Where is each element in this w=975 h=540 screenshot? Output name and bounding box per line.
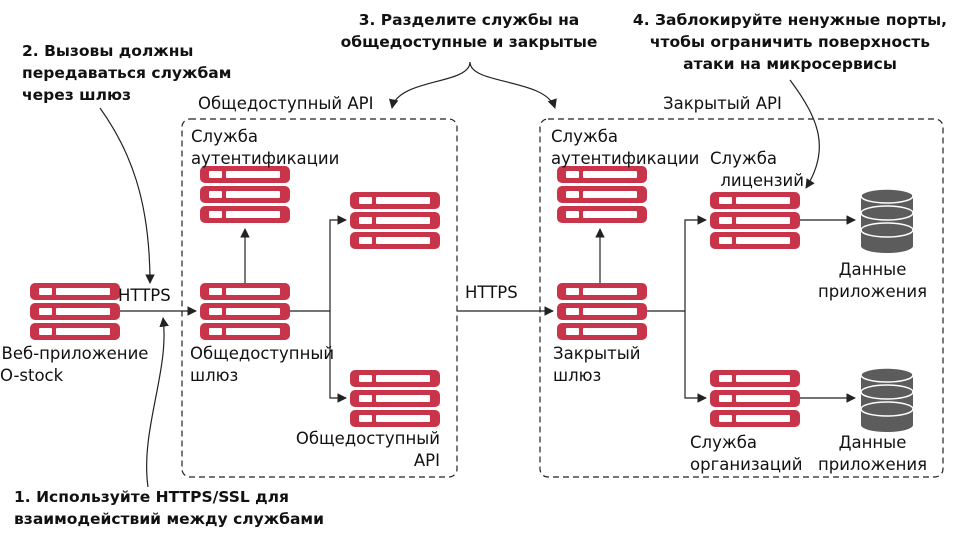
note-4-line-2: чтобы ограничить поверхность — [649, 33, 931, 51]
app-data-database-2-icon — [860, 367, 914, 432]
organization-service-label: Служба организаций — [690, 432, 802, 476]
note-1: 1. Используйте HTTPS/SSL для взаимодейст… — [14, 486, 324, 530]
note1-callout-arrow — [146, 317, 169, 488]
https-label-left: HTTPS — [118, 286, 171, 305]
private-auth-service-label-line-2: аутентификации — [551, 149, 700, 168]
note-1-line-2: взаимодействий между службами — [14, 510, 324, 528]
public-api-server-bottom-icon — [350, 370, 440, 427]
private-gateway-label: Закрытый шлюз — [553, 343, 641, 387]
app-data-database-icon — [860, 188, 914, 253]
private-auth-service-label-line-1: Служба — [551, 127, 618, 146]
web-app-label: Веб-приложение O-stock — [0, 343, 150, 387]
note-2-line-1: 2. Вызовы должны — [22, 42, 194, 60]
private-gateway-to-organization-arrow — [684, 311, 707, 403]
app-data-label-2-line-1: Данные — [838, 433, 907, 452]
app-data-label-1: Данные приложения — [815, 259, 930, 303]
note-2: 2. Вызовы должны передаваться службам че… — [22, 40, 231, 106]
private-gateway-label-line-2: шлюз — [553, 366, 602, 385]
public-gateway-label-line-1: Общедоступный — [190, 344, 335, 363]
public-auth-server-icon — [200, 166, 290, 223]
private-api-zone — [539, 118, 944, 478]
public-auth-service-label-line-1: Служба — [191, 127, 258, 146]
organization-service-label-line-2: организаций — [690, 455, 803, 474]
public-gateway-label: Общедоступный шлюз — [190, 343, 334, 387]
private-api-zone-title: Закрытый API — [663, 94, 782, 113]
app-data-label-2-line-2: приложения — [817, 455, 928, 474]
organization-service-label-line-1: Служба — [690, 433, 757, 452]
private-auth-service-label: Служба аутентификации — [551, 126, 699, 170]
public-api-label: Общедоступный API — [280, 428, 440, 472]
private-gateway-to-license-arrow — [647, 215, 707, 312]
https-label-middle: HTTPS — [465, 283, 518, 302]
note-3: 3. Разделите службы на общедоступные и з… — [334, 9, 604, 53]
public-api-zone — [181, 118, 458, 478]
note3-brace-arrow-left — [389, 61, 471, 109]
note3-brace-arrow-right — [469, 61, 557, 109]
app-data-label-1-line-2: приложения — [817, 282, 928, 301]
note-4-line-3: атаки на микросервисы — [683, 55, 897, 73]
note-2-line-3: через шлюз — [22, 86, 132, 104]
public-api-zone-title: Общедоступный API — [198, 94, 374, 113]
note-4-line-1: 4. Заблокируйте ненужные порты, — [632, 11, 948, 29]
gateway-to-public-api-bottom-arrow — [329, 311, 347, 403]
private-gateway-label-line-1: Закрытый — [553, 344, 641, 363]
web-app-label-line-2: O-stock — [0, 366, 64, 385]
license-service-label: Служба лицензий — [700, 148, 804, 192]
note-1-line-1: 1. Используйте HTTPS/SSL для — [14, 488, 289, 506]
public-auth-service-label: Служба аутентификации — [191, 126, 339, 170]
organization-service-server-icon — [710, 370, 800, 427]
app-data-label-1-line-1: Данные — [838, 260, 907, 279]
license-service-server-icon — [710, 192, 800, 249]
public-gateway-server-icon — [200, 283, 290, 340]
note-4: 4. Заблокируйте ненужные порты, чтобы ог… — [630, 9, 950, 75]
private-auth-server-icon — [557, 166, 647, 223]
public-api-server-top-icon — [350, 192, 440, 249]
gateway-to-public-api-top-arrow — [290, 215, 347, 312]
note2-callout-arrow — [99, 107, 155, 284]
public-gateway-label-line-2: шлюз — [190, 366, 239, 385]
web-app-server-icon — [30, 283, 120, 340]
note-3-line-1: 3. Разделите службы на — [358, 11, 580, 29]
note4-callout-arrow — [789, 79, 820, 189]
public-api-label-line-2: API — [413, 451, 440, 470]
public-auth-service-label-line-2: аутентификации — [191, 149, 340, 168]
app-data-label-2: Данные приложения — [815, 432, 930, 476]
license-service-label-line-2: лицензий — [720, 171, 804, 190]
note-2-line-2: передаваться службам — [22, 64, 232, 82]
public-api-label-line-1: Общедоступный — [295, 429, 440, 448]
private-gateway-server-icon — [557, 283, 647, 340]
note-3-line-2: общедоступные и закрытые — [340, 33, 598, 51]
license-service-label-line-1: Служба — [710, 149, 777, 168]
web-app-label-line-1: Веб-приложение — [1, 344, 149, 363]
